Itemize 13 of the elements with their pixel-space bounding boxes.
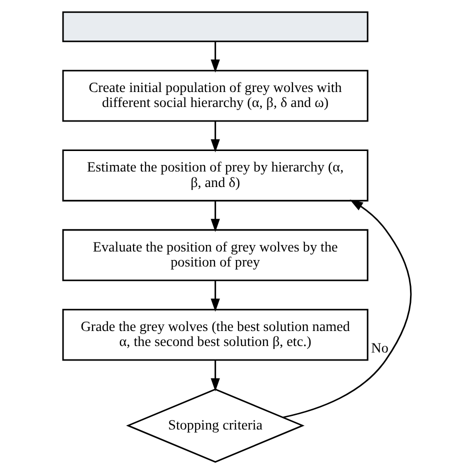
- arrow: [210, 201, 220, 232]
- node-box: Grade the grey wolves (the best solution named α, the second best solution β, etc.): [62, 308, 368, 361]
- arrow: [210, 280, 220, 312]
- arrow: [210, 121, 220, 152]
- arrow: [283, 200, 412, 418]
- node-box: Estimate the position of prey by hierarchy (α, β, and δ): [62, 150, 368, 202]
- node-box: Create initial population of grey wolves with different social hierarchy (α, β, δ and ω): [62, 70, 368, 122]
- arrow: [210, 360, 220, 392]
- edge-label: No: [371, 340, 388, 356]
- node-box: [62, 11, 368, 42]
- arrow: [210, 42, 220, 73]
- node-diamond: Stopping criteria: [126, 388, 305, 463]
- node-box: Evaluate the position of grey wolves by the position of prey: [62, 229, 368, 282]
